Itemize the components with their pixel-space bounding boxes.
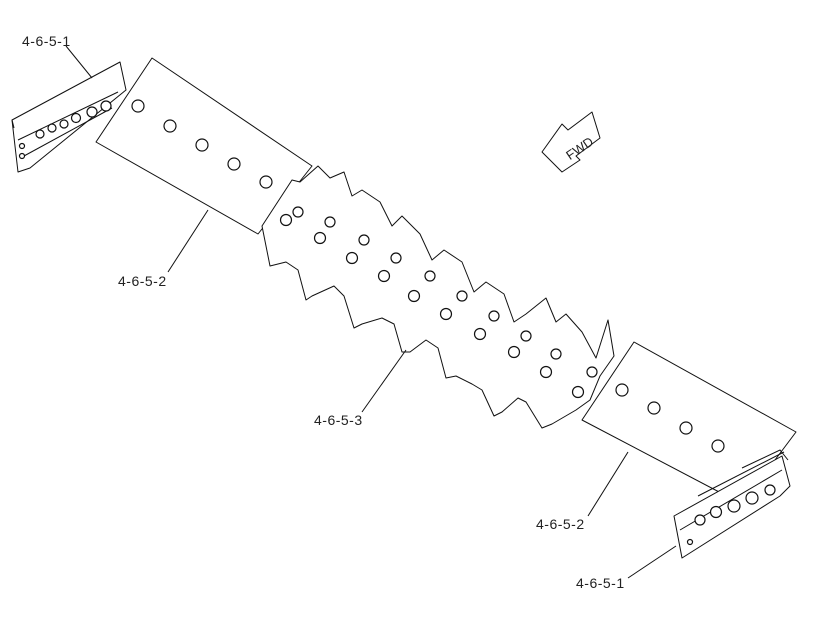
center-serrated-edge[interactable] — [261, 165, 615, 429]
cutting-edge-right[interactable] — [581, 341, 797, 505]
cutting-edge-left[interactable] — [95, 57, 313, 235]
leader-lines — [65, 45, 677, 579]
callout-cutting-edge-left: 4-6-5-2 — [118, 273, 167, 289]
callout-cutting-edge-right: 4-6-5-2 — [536, 516, 585, 532]
end-bit-right[interactable] — [673, 449, 791, 559]
callout-end-bit-top: 4-6-5-1 — [22, 33, 71, 49]
callout-end-bit-bottom: 4-6-5-1 — [576, 575, 625, 591]
fwd-direction-arrow: FWD — [541, 111, 601, 173]
leader-end-bit-top — [65, 45, 93, 79]
leader-end-bit-bottom — [627, 545, 677, 579]
callout-center-edge: 4-6-5-3 — [314, 412, 363, 428]
leader-cutting-edge-right — [587, 451, 629, 517]
leader-cutting-edge-left — [167, 209, 209, 273]
leader-center-edge — [361, 349, 407, 413]
end-bit-left[interactable] — [11, 61, 127, 173]
